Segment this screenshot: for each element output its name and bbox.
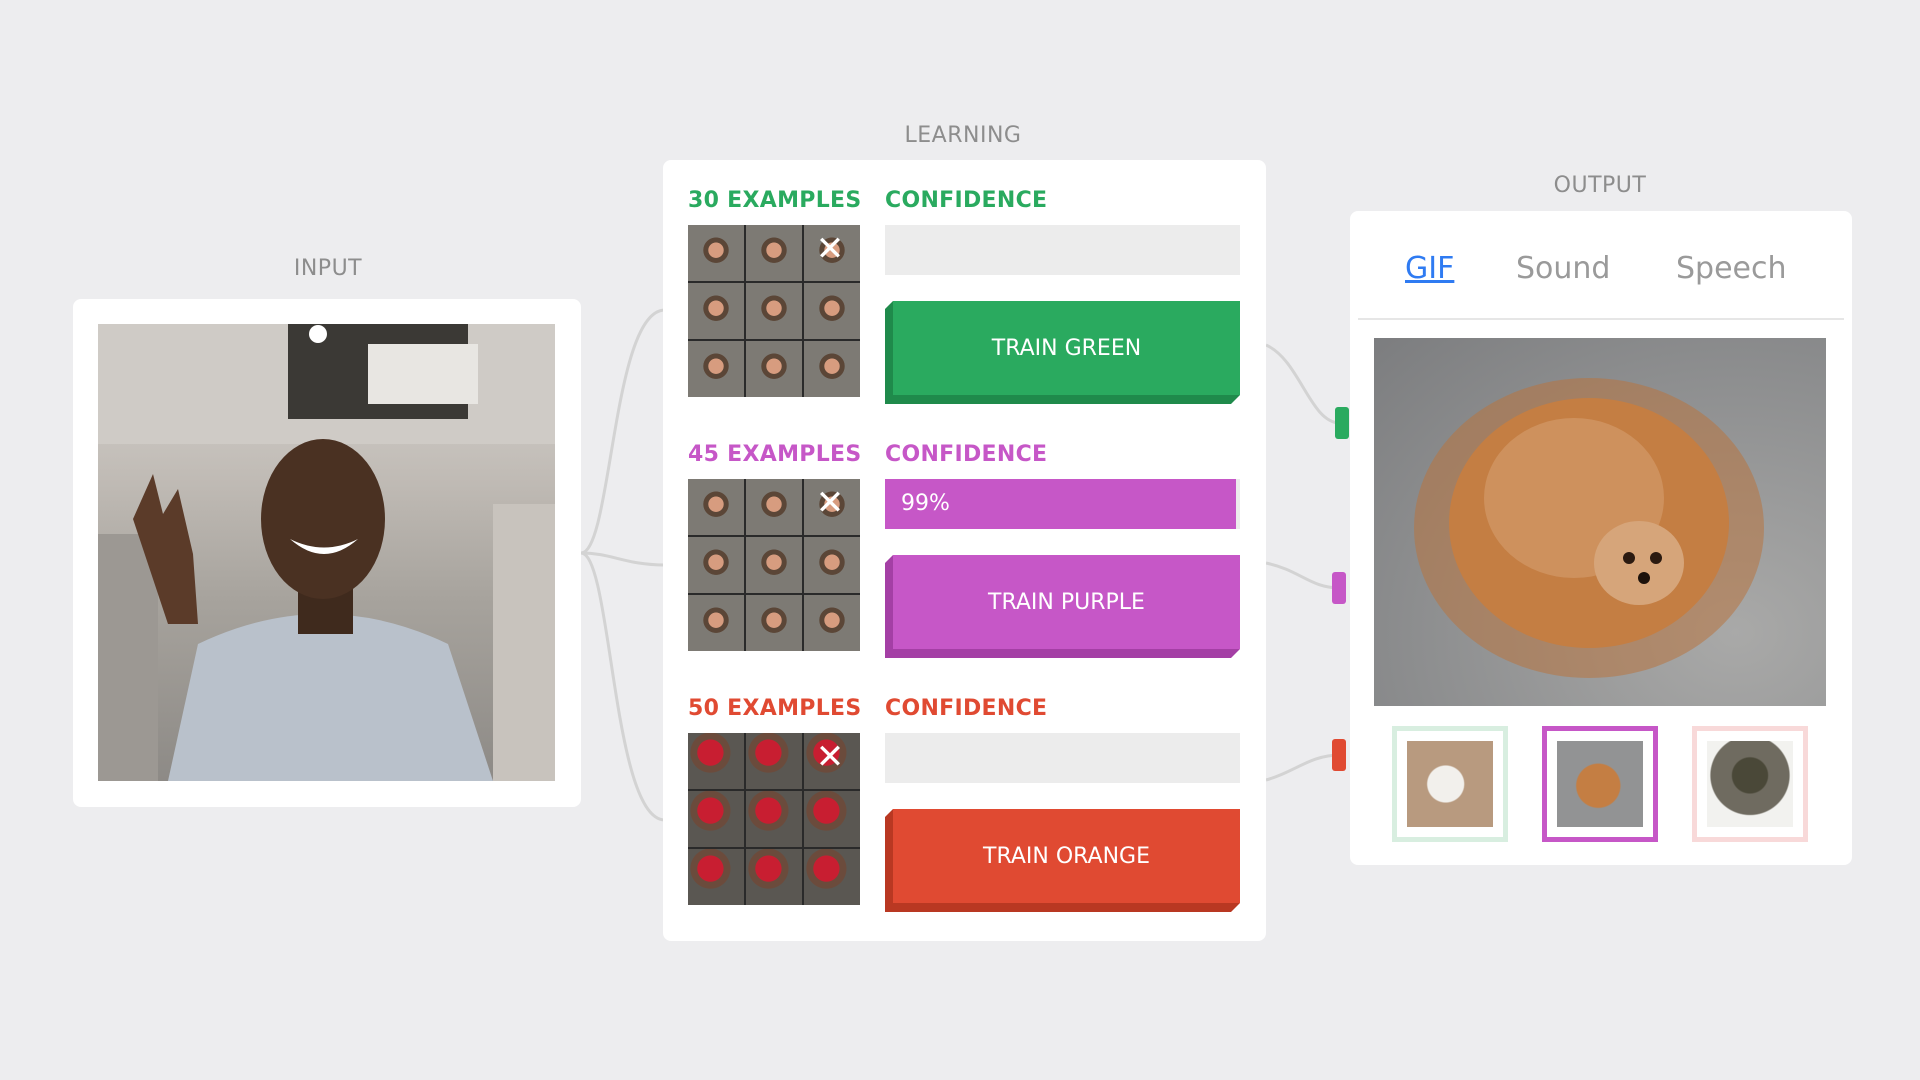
connector-input-green	[580, 308, 666, 555]
gif-thumbnail-pomeranian[interactable]	[1542, 726, 1658, 842]
example-thumbnail	[746, 225, 802, 281]
example-thumbnail	[804, 283, 860, 339]
orange-example-grid	[688, 733, 860, 905]
webcam-feed	[98, 324, 555, 781]
example-thumbnail	[804, 341, 860, 397]
input-panel	[73, 299, 581, 807]
example-thumbnail	[746, 341, 802, 397]
close-icon[interactable]: ✕	[815, 737, 845, 777]
green-confidence-label: CONFIDENCE	[885, 188, 1048, 213]
example-thumbnail	[804, 479, 860, 535]
connector-orange-output	[1265, 753, 1341, 782]
example-thumbnail	[688, 791, 744, 847]
orange-confidence-label: CONFIDENCE	[885, 696, 1048, 721]
example-thumbnail	[688, 225, 744, 281]
output-panel: GIF Sound Speech	[1350, 211, 1852, 865]
pomeranian-image	[1557, 741, 1643, 827]
example-thumbnail	[746, 283, 802, 339]
output-section-label: OUTPUT	[1553, 173, 1647, 198]
example-thumbnail	[688, 537, 744, 593]
purple-examples-count: 45 EXAMPLES	[688, 442, 862, 467]
tab-speech[interactable]: Speech	[1676, 251, 1787, 286]
learning-panel: 30 EXAMPLES CONFIDENCE ✕ TRAIN GREEN 45 …	[663, 160, 1266, 941]
train-green-button[interactable]: TRAIN GREEN	[885, 301, 1240, 404]
purple-confidence-fill	[885, 479, 1237, 529]
green-example-grid	[688, 225, 860, 397]
example-thumbnail	[688, 849, 744, 905]
example-thumbnail	[804, 537, 860, 593]
class-green: 30 EXAMPLES CONFIDENCE ✕ TRAIN GREEN	[688, 188, 1241, 418]
class-orange: 50 EXAMPLES CONFIDENCE ✕ TRAIN ORANGE	[688, 696, 1241, 926]
example-thumbnail	[746, 595, 802, 651]
orange-confidence-bar	[885, 733, 1240, 783]
example-thumbnail	[804, 225, 860, 281]
output-port-green	[1335, 407, 1349, 439]
green-examples-count: 30 EXAMPLES	[688, 188, 862, 213]
learning-section-label: LEARNING	[904, 123, 1022, 148]
example-thumbnail	[688, 479, 744, 535]
tab-gif[interactable]: GIF	[1405, 251, 1455, 286]
example-thumbnail	[688, 595, 744, 651]
connector-input-purple	[580, 551, 666, 567]
close-icon[interactable]: ✕	[815, 483, 845, 523]
tab-sound[interactable]: Sound	[1516, 251, 1611, 286]
example-thumbnail	[688, 283, 744, 339]
example-thumbnail	[804, 791, 860, 847]
purple-confidence-label: CONFIDENCE	[885, 442, 1048, 467]
example-thumbnail	[688, 341, 744, 397]
rabbit-image	[1707, 741, 1793, 827]
close-icon[interactable]: ✕	[815, 229, 845, 269]
gif-thumbnail-rabbit[interactable]	[1692, 726, 1808, 842]
orange-examples-count: 50 EXAMPLES	[688, 696, 862, 721]
purple-confidence-value: 99%	[901, 491, 950, 516]
gif-thumbnail-cat[interactable]	[1392, 726, 1508, 842]
example-thumbnail	[746, 479, 802, 535]
output-gif-preview	[1374, 338, 1826, 706]
input-section-label: INPUT	[293, 256, 363, 281]
tab-divider	[1358, 318, 1844, 320]
example-thumbnail	[746, 537, 802, 593]
example-thumbnail	[746, 733, 802, 789]
class-purple: 45 EXAMPLES CONFIDENCE ✕ 99% TRAIN PURPL…	[688, 442, 1241, 672]
cat-image	[1407, 741, 1493, 827]
connector-input-orange	[580, 551, 666, 822]
output-port-orange	[1332, 739, 1346, 771]
output-port-purple	[1332, 572, 1346, 604]
example-thumbnail	[746, 849, 802, 905]
train-purple-button[interactable]: TRAIN PURPLE	[885, 555, 1240, 658]
purple-example-grid	[688, 479, 860, 651]
connector-green-output	[1265, 343, 1341, 425]
example-thumbnail	[688, 733, 744, 789]
green-confidence-bar	[885, 225, 1240, 275]
example-thumbnail	[804, 733, 860, 789]
train-orange-button[interactable]: TRAIN ORANGE	[885, 809, 1240, 912]
purple-confidence-bar: 99%	[885, 479, 1240, 529]
example-thumbnail	[804, 849, 860, 905]
example-thumbnail	[746, 791, 802, 847]
example-thumbnail	[804, 595, 860, 651]
connector-purple-output	[1265, 561, 1341, 590]
